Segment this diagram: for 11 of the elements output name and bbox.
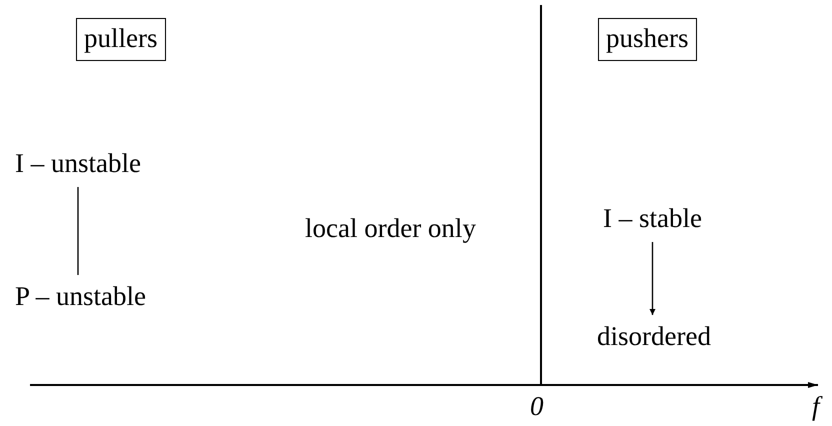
axis-title: f [812,390,820,422]
phase-label: P – unstable [15,283,146,310]
legend-box: pullers [76,18,166,61]
axis-tick-label: 0 [530,390,544,422]
phase-label: I – stable [603,205,702,232]
phase-label: disordered [597,323,711,350]
arrow [650,242,656,315]
phase-label: I – unstable [15,150,141,177]
legend-box: pushers [598,18,696,61]
region-label: local order only [305,212,477,244]
connector-curve [77,187,79,275]
